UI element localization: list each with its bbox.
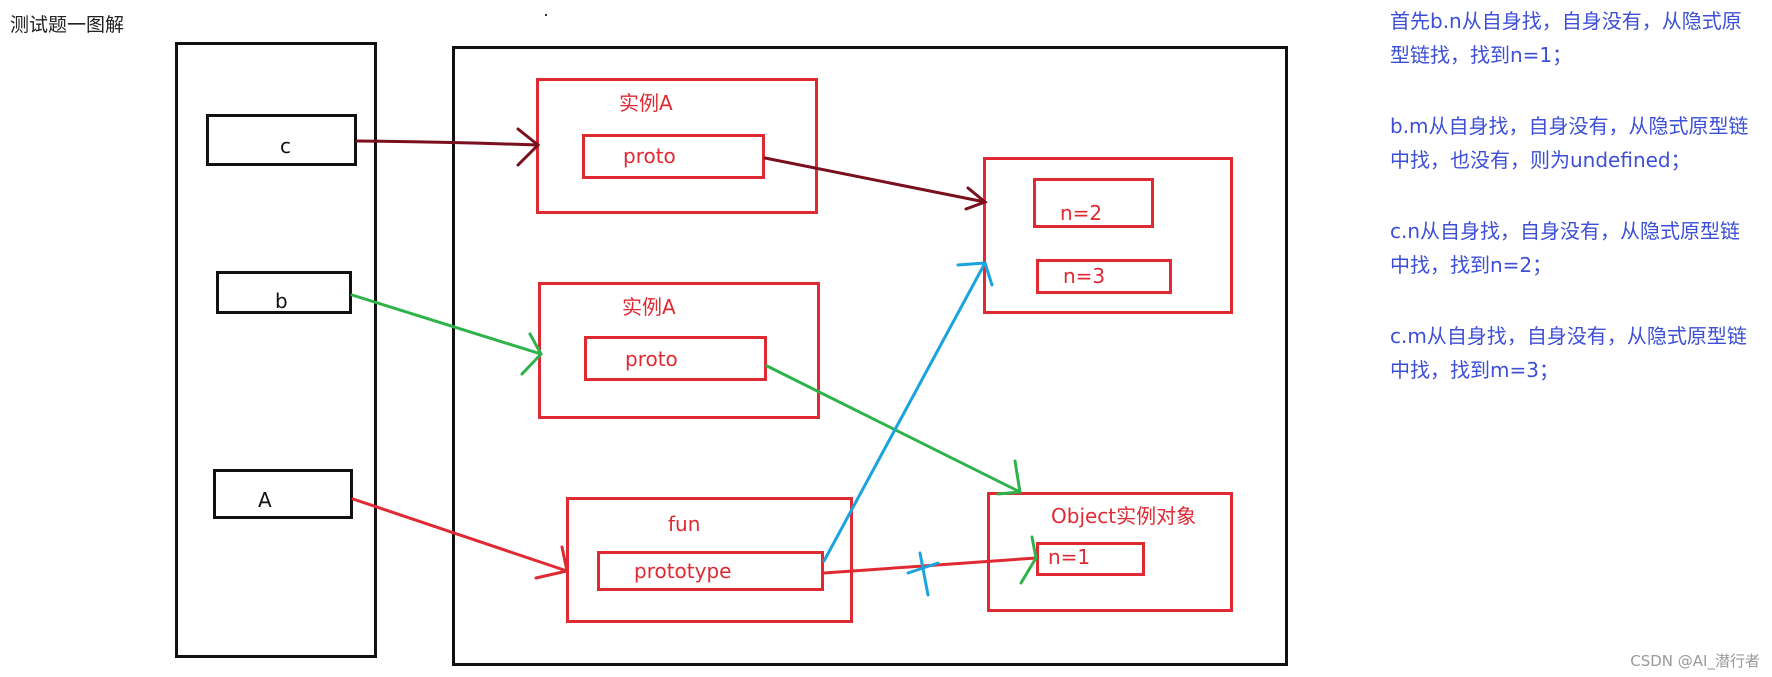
arrow-b-to-instance <box>350 293 543 376</box>
note-b-m: b.m从自身找，自身没有，从隐式原型链中找，也没有，则为undefined； <box>1390 114 1749 172</box>
new-prototype-box <box>983 157 1233 314</box>
arrow-c-to-instance <box>355 127 541 167</box>
fun-title: fun <box>668 512 701 536</box>
n1-box <box>1036 542 1145 576</box>
n2-box <box>1033 178 1154 228</box>
instance-c-proto-box <box>582 134 765 179</box>
variable-b-label: b <box>275 289 288 313</box>
n2-label: n=2 <box>1060 201 1103 225</box>
variable-a-box <box>213 469 353 519</box>
heap-frame <box>452 46 1288 666</box>
object-instance-box <box>987 492 1233 612</box>
variable-b-box <box>216 271 352 314</box>
cross-mark-icon <box>906 551 940 597</box>
note-b-n: 首先b.n从自身找，自身没有，从隐式原型链找，找到n=1； <box>1390 9 1742 67</box>
instance-b-proto-label: proto <box>625 347 678 371</box>
variable-c-label: c <box>280 134 291 158</box>
n3-box <box>1036 259 1172 294</box>
variable-a-label: A <box>258 488 272 512</box>
note-c-n: c.n从自身找，自身没有，从隐式原型链中找，找到n=2； <box>1390 219 1741 277</box>
instance-c-proto-label: proto <box>623 144 676 168</box>
instance-b-proto-box <box>584 336 767 381</box>
fun-box <box>566 497 853 623</box>
object-instance-title: Object实例对象 <box>1051 504 1197 528</box>
arrow-a-to-fun <box>351 497 569 580</box>
arrowhead-green-on-n1 <box>1019 535 1038 585</box>
arrow-prototype-to-new-prototype <box>822 261 994 563</box>
fun-prototype-box <box>597 551 824 591</box>
instance-b-title: 实例A <box>622 295 676 319</box>
n3-label: n=3 <box>1063 264 1106 288</box>
diagram-title: 测试题一图解 <box>10 14 125 36</box>
variable-c-box <box>206 114 357 166</box>
watermark: CSDN @AI_潜行者 <box>1630 652 1760 670</box>
explanation-notes: 首先b.n从自身找，自身没有，从隐式原型链找，找到n=1； b.m从自身找，自身… <box>1390 4 1760 424</box>
arrow-proto-b-to-object <box>765 364 1022 496</box>
fun-prototype-label: prototype <box>634 559 732 583</box>
stack-frame <box>175 42 377 658</box>
instance-c-title: 实例A <box>619 91 673 115</box>
note-c-m: c.m从自身找，自身没有，从隐式原型链中找，找到m=3； <box>1390 324 1747 382</box>
arrow-proto-c-to-new-prototype <box>763 156 988 211</box>
n1-label: n=1 <box>1048 545 1091 569</box>
stray-dot <box>545 14 547 16</box>
